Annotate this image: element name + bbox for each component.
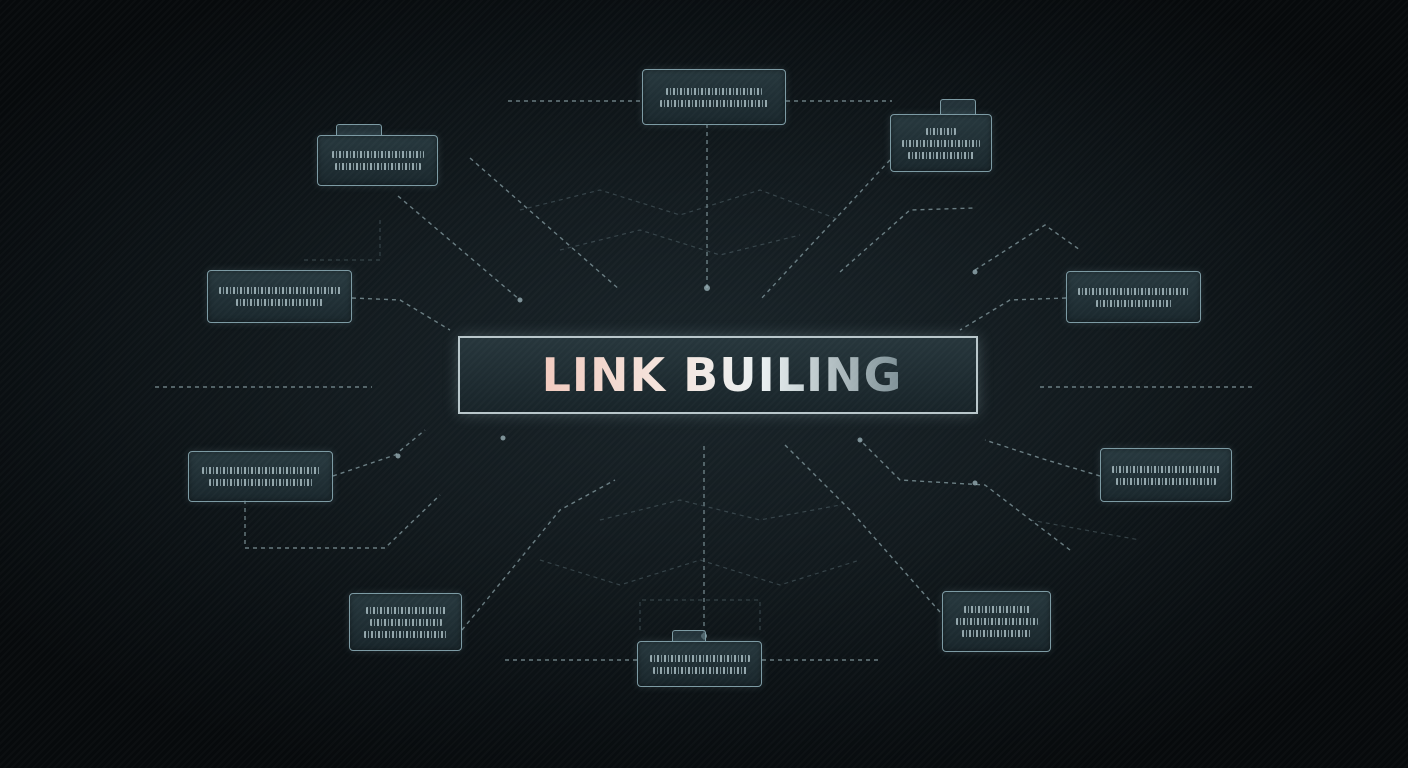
- connector-right-lower: [984, 439, 1101, 477]
- illegible-label-line: [363, 630, 448, 638]
- node-left-lower: [188, 451, 333, 502]
- junction-dot: [500, 435, 506, 441]
- network-arc-bottom-2: [599, 499, 841, 521]
- illegible-label-line: [369, 618, 442, 626]
- junction-dot: [972, 269, 978, 275]
- connector-lower-left: [461, 479, 616, 631]
- node-bottom: [637, 641, 762, 687]
- node-right-upper: [1066, 271, 1201, 323]
- folder-tab: [940, 99, 976, 115]
- illegible-label-line: [660, 99, 768, 107]
- illegible-label-line: [955, 618, 1038, 625]
- illegible-label-line: [1095, 299, 1172, 307]
- illegible-label-line: [1116, 477, 1216, 485]
- illegible-label-line: [961, 630, 1032, 637]
- node-right-lower: [1100, 448, 1232, 502]
- network-arc-top: [519, 189, 841, 221]
- folder-tab: [336, 124, 382, 136]
- illegible-label-line: [908, 151, 974, 159]
- hub-box: LINK BUILING: [458, 336, 978, 414]
- junction-dot: [857, 437, 863, 443]
- illegible-label-line: [331, 151, 424, 158]
- connector-right-upper-2: [974, 224, 1081, 271]
- illegible-label-line: [1112, 465, 1220, 473]
- junction-dot: [395, 453, 401, 459]
- junction-dot: [972, 480, 978, 486]
- node-upper-left: [317, 135, 438, 186]
- connector-upper-left: [397, 195, 521, 301]
- network-arc-top-2: [559, 229, 801, 256]
- illegible-label-line: [334, 163, 421, 170]
- connector-lower-right: [784, 444, 941, 613]
- network-left-branch: [300, 220, 381, 261]
- illegible-label-line: [208, 479, 313, 486]
- connector-upper-right-2: [839, 207, 976, 273]
- illegible-label-line: [666, 87, 762, 95]
- network-right-branch: [1029, 519, 1141, 541]
- connector-left-lower: [332, 429, 426, 477]
- network-bottom-bracket: [639, 599, 761, 630]
- connector-right-lower-2: [859, 439, 1071, 551]
- illegible-label-line: [235, 299, 324, 306]
- connector-right-upper: [959, 297, 1067, 331]
- node-top: [642, 69, 786, 125]
- node-lower-right: [942, 591, 1051, 652]
- node-left-upper: [207, 270, 352, 323]
- junction-dot: [517, 297, 523, 303]
- folder-tab: [672, 630, 706, 642]
- node-upper-right: [890, 114, 992, 172]
- connector-left-upper: [351, 297, 451, 331]
- hub-title: LINK BUILING: [534, 348, 903, 402]
- illegible-label-line: [902, 139, 980, 147]
- illegible-label-line: [652, 666, 747, 674]
- connector-upper-right: [759, 159, 891, 301]
- illegible-label-line: [201, 467, 320, 474]
- connector-upper-left-2: [469, 157, 621, 291]
- network-arc-bottom: [539, 559, 861, 586]
- illegible-label-line: [218, 287, 341, 294]
- node-lower-left: [349, 593, 462, 651]
- junction-dot: [704, 285, 710, 291]
- illegible-label-line: [649, 654, 750, 662]
- illegible-label-line: [365, 606, 446, 614]
- illegible-label-line: [1077, 287, 1190, 295]
- illegible-label-line: [963, 606, 1030, 613]
- illegible-label-line: [926, 127, 956, 135]
- connector-left-lower-2: [244, 494, 441, 549]
